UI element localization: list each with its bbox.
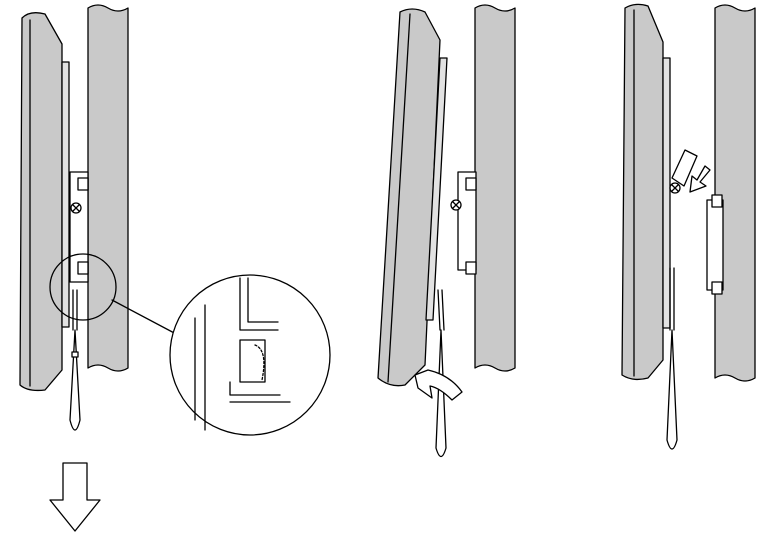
step-3 xyxy=(621,3,756,450)
magnifier-small xyxy=(49,253,117,321)
rotate-arrow-icon xyxy=(414,369,463,401)
arrow-insert-icon xyxy=(689,165,711,193)
tv-panel xyxy=(377,8,441,387)
pull-strap xyxy=(435,289,447,458)
wall xyxy=(714,4,756,382)
arrow-down-icon xyxy=(49,462,101,532)
magnifier-large xyxy=(169,274,331,436)
mount-bracket xyxy=(669,149,724,295)
wall xyxy=(474,4,516,372)
pull-strap xyxy=(69,289,81,431)
tv-panel xyxy=(19,12,63,392)
mount-bracket xyxy=(69,171,89,283)
step-1 xyxy=(19,4,331,532)
tv-back-plate xyxy=(425,57,448,321)
tv-panel xyxy=(621,3,664,381)
tv-back-plate xyxy=(61,61,70,328)
pull-strap xyxy=(666,267,678,450)
mount-bracket xyxy=(450,171,477,275)
tv-back-plate xyxy=(662,57,671,329)
wall xyxy=(87,4,129,372)
tv-panel-edge xyxy=(387,13,411,383)
step-2 xyxy=(377,4,516,458)
magnifier-leader xyxy=(111,299,179,336)
